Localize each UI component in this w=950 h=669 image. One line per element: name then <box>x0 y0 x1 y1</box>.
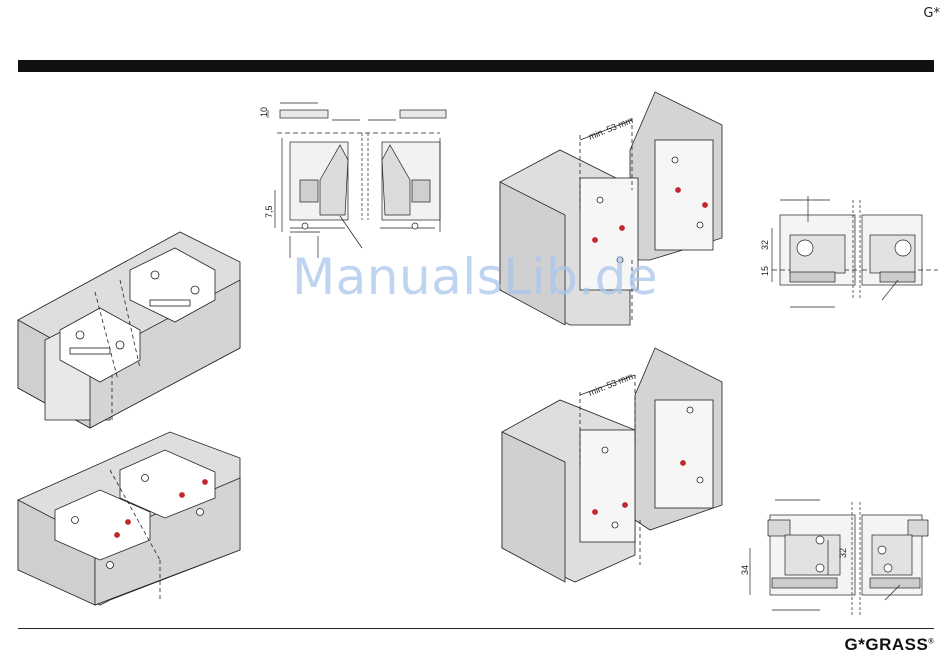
left-top-assembly <box>18 232 240 428</box>
dim-top-center-10: 10 <box>259 107 269 117</box>
clearance-label-top: min. 53 mm <box>587 115 634 142</box>
dim-top-center-7-5: 7,5 <box>264 205 274 218</box>
brand-logo: G*GRASS® <box>845 635 934 655</box>
left-bottom-assembly <box>18 432 240 605</box>
top-side-view <box>772 196 938 307</box>
dim-bottom-side-34: 34 <box>740 565 750 575</box>
clearance-label-bottom: min. 53 mm <box>587 371 634 398</box>
top-center-drawing <box>268 103 446 258</box>
dim-top-side-15: 15 <box>760 266 770 276</box>
watermark-text: ManualsLib.de <box>292 248 658 306</box>
footer-rule <box>18 628 934 629</box>
brand-registered-mark: ® <box>928 638 934 645</box>
dim-top-side-32: 32 <box>760 240 770 250</box>
dim-bottom-side-32: 32 <box>838 548 848 558</box>
brand-name: G*GRASS <box>845 635 929 654</box>
